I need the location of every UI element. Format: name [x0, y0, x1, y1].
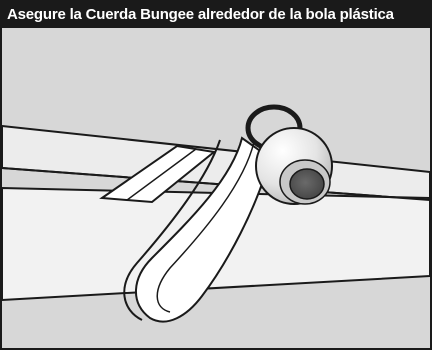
bungee-cord-icon	[99, 104, 303, 323]
plastic-ball-icon	[255, 127, 333, 205]
instruction-title: Asegure la Cuerda Bungee alrededor de la…	[2, 2, 430, 28]
bungee-ball-illustration	[2, 28, 430, 348]
rail-edge	[2, 167, 430, 201]
